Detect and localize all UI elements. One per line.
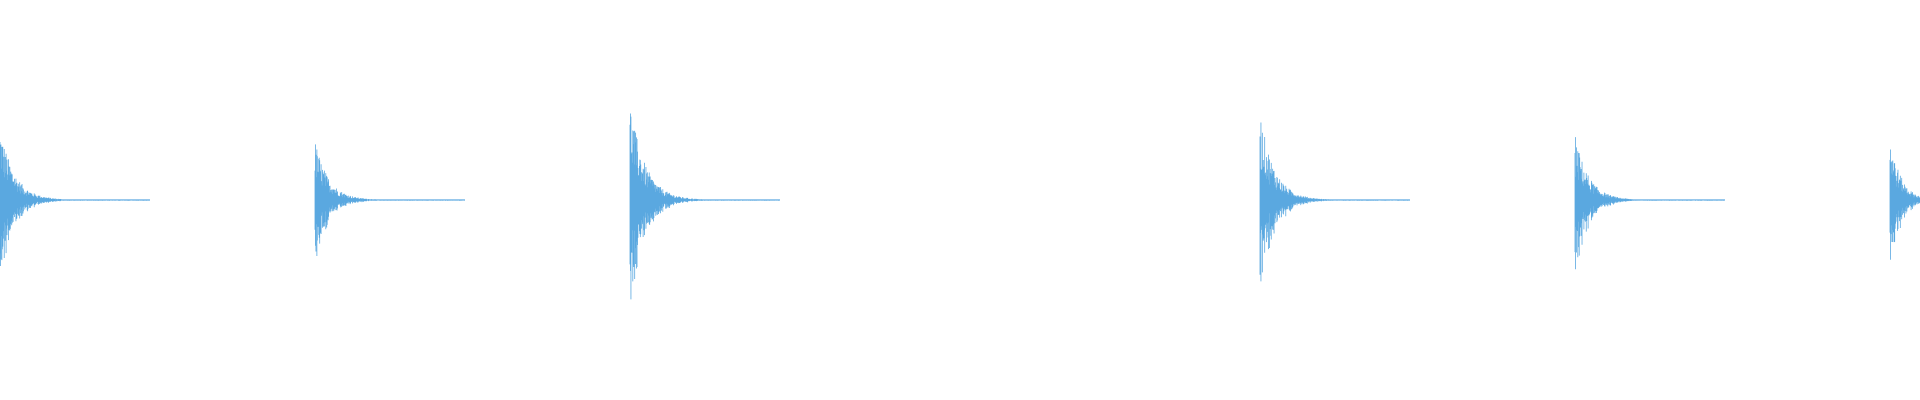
- waveform-hit-shape: [0, 141, 150, 267]
- waveform-hit: [629, 113, 780, 300]
- waveform-hits: [0, 113, 1920, 300]
- waveform-hit: [0, 141, 150, 267]
- waveform-hit: [314, 144, 465, 256]
- waveform-hit-shape: [1574, 137, 1725, 270]
- waveform-hit: [1574, 137, 1725, 270]
- waveform-hit-shape: [1889, 149, 1920, 260]
- waveform-hit-shape: [1259, 122, 1410, 282]
- waveform-hit-shape: [629, 113, 780, 300]
- waveform-hit: [1889, 149, 1920, 260]
- waveform-hit: [1259, 122, 1410, 282]
